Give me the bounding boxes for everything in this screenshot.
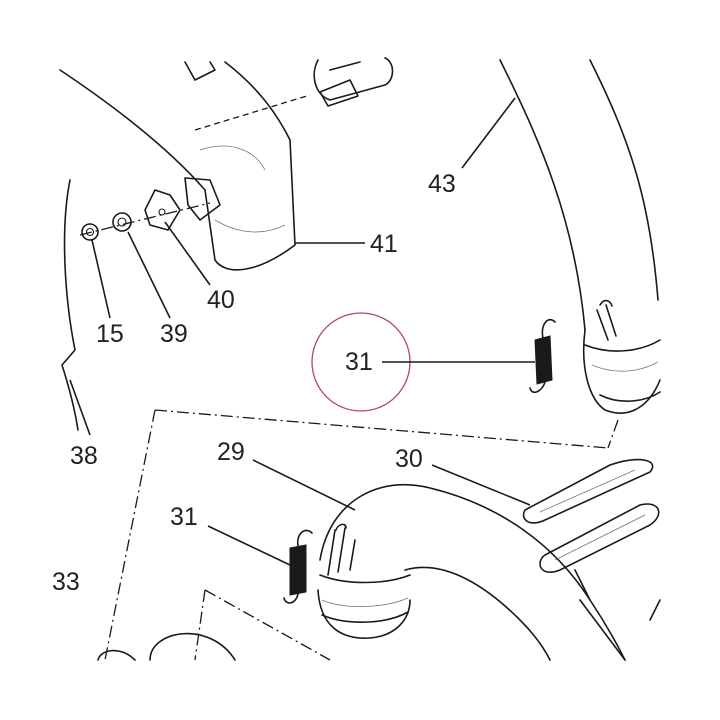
spring-31-bottom [283,529,313,604]
callout-15: 15 [96,320,124,348]
lower-rings [97,632,236,661]
frame-38 [61,179,79,431]
bottom-margin [0,661,720,720]
callout-43: 43 [428,170,456,198]
top-margin [0,0,720,56]
assembly-boundary [104,409,609,661]
callout-33: 33 [52,568,80,596]
pipe-29 [317,483,626,661]
callout-30: 30 [395,445,423,473]
callout-31-bottom: 31 [170,503,198,531]
washer-15 [81,223,99,241]
washer-39 [112,212,132,232]
callout-41: 41 [370,230,398,258]
pipe-43 [499,59,661,449]
gasket-30 [522,458,661,661]
fastener-group [79,177,221,241]
hose-clamp [313,57,394,107]
housing-41 [59,61,311,271]
callout-labels: 43 41 40 39 15 38 31 29 30 31 33 [52,170,456,596]
callout-29: 29 [217,438,245,466]
callout-39: 39 [160,320,188,348]
callout-40: 40 [207,286,235,314]
leader-lines [69,97,535,566]
spring-31-top [529,318,556,394]
callout-31-top: 31 [345,348,373,376]
callout-38: 38 [70,442,98,470]
